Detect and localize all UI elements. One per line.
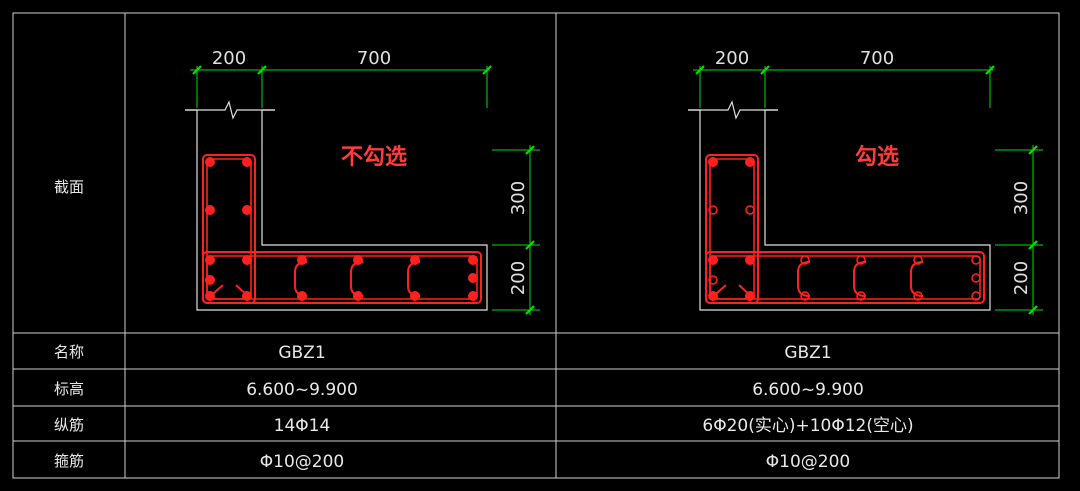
rebar-solid — [745, 291, 755, 301]
rebar-solid — [205, 291, 215, 301]
dimension-label: 200 — [508, 261, 529, 295]
rebar-hollow — [708, 205, 718, 215]
stirrup-horizontal — [202, 251, 482, 304]
dimension-tick — [525, 145, 535, 155]
table-border — [12, 12, 1060, 479]
wall-section-drawing: 200 700 300 200 不勾选 — [185, 48, 540, 315]
rebar-solid — [468, 273, 478, 283]
rebar-solid — [410, 255, 420, 265]
cell-name: GBZ1 — [784, 343, 831, 363]
stirrup-vertical — [705, 154, 759, 304]
dimension-label: 700 — [860, 48, 894, 69]
rebar-solid — [242, 157, 252, 167]
dimension-tick — [192, 65, 202, 75]
rebar-solid — [410, 291, 420, 301]
concrete-outline — [688, 109, 991, 311]
rebar-solid — [468, 255, 478, 265]
rebar-solid — [468, 291, 478, 301]
dimension-tick — [1028, 240, 1038, 250]
dimension-tick — [1028, 305, 1038, 315]
rebar-hollow — [913, 291, 923, 301]
row-label-name: 名称 — [54, 343, 84, 361]
tie-hook — [910, 261, 924, 297]
rebar-solid — [242, 255, 252, 265]
tie-hook — [853, 261, 867, 297]
row-label-longitudinal: 纵筋 — [54, 416, 84, 434]
cell-name: GBZ1 — [278, 343, 325, 363]
dimension-tick — [985, 65, 995, 75]
dimension-label: 200 — [212, 48, 246, 69]
rebar-hollow — [800, 255, 810, 265]
rebar-hollow — [800, 291, 810, 301]
rebar-solid — [745, 157, 755, 167]
rebar-solid — [205, 275, 215, 285]
rebar-hollow — [971, 255, 981, 265]
rebar-solid — [708, 291, 718, 301]
rebar-solid — [353, 291, 363, 301]
table-grid — [12, 12, 1060, 479]
break-line — [185, 100, 275, 120]
row-label-elevation: 标高 — [54, 380, 84, 398]
cell-longitudinal: 6Φ20(实心)+10Φ12(空心) — [702, 416, 913, 436]
dimension-tick — [1028, 145, 1038, 155]
dimension-tick — [695, 65, 705, 75]
tie-hook — [294, 261, 308, 297]
rebar-solid — [242, 205, 252, 215]
tie-hook — [407, 261, 421, 297]
dimension-label: 300 — [1011, 181, 1032, 215]
rebar-hollow — [971, 291, 981, 301]
dimension-tick — [760, 65, 770, 75]
row-label-section: 截面 — [54, 178, 84, 196]
rebar-hollow — [745, 205, 755, 215]
rebar-hollow — [971, 273, 981, 283]
rebar-solid — [297, 255, 307, 265]
rebar-hollow — [856, 255, 866, 265]
dimension-tick — [525, 240, 535, 250]
annotation-label: 勾选 — [855, 144, 899, 170]
annotation-label: 不勾选 — [341, 144, 407, 170]
cell-stirrup: Φ10@200 — [260, 452, 344, 472]
row-label-stirrup: 箍筋 — [54, 452, 84, 470]
tie-hook — [797, 261, 811, 297]
dimension-label: 200 — [715, 48, 749, 69]
concrete-outline — [185, 109, 488, 311]
rebar-hollow — [708, 275, 718, 285]
dimension-label: 200 — [1011, 261, 1032, 295]
dimension-tick — [482, 65, 492, 75]
cell-stirrup: Φ10@200 — [766, 452, 850, 472]
rebar-solid — [205, 205, 215, 215]
rebar-solid — [745, 255, 755, 265]
cell-longitudinal: 14Φ14 — [274, 416, 331, 436]
rebar-solid — [205, 255, 215, 265]
cell-elevation: 6.600~9.900 — [752, 380, 864, 400]
rebar-solid — [242, 291, 252, 301]
wall-section-drawing: 200 700 300 200 勾选 — [688, 48, 1043, 315]
rebar-hollow — [856, 291, 866, 301]
stirrup-horizontal — [705, 251, 985, 304]
rebar-solid — [708, 157, 718, 167]
cell-elevation: 6.600~9.900 — [246, 380, 358, 400]
break-line — [688, 100, 778, 120]
dimension-label: 300 — [508, 181, 529, 215]
rebar-solid — [297, 291, 307, 301]
rebar-solid — [353, 255, 363, 265]
rebar-solid — [708, 255, 718, 265]
dimension-tick — [525, 305, 535, 315]
rebar-solid — [205, 157, 215, 167]
dimension-tick — [257, 65, 267, 75]
rebar-hollow — [913, 255, 923, 265]
tie-hook — [350, 261, 364, 297]
dimension-label: 700 — [357, 48, 391, 69]
